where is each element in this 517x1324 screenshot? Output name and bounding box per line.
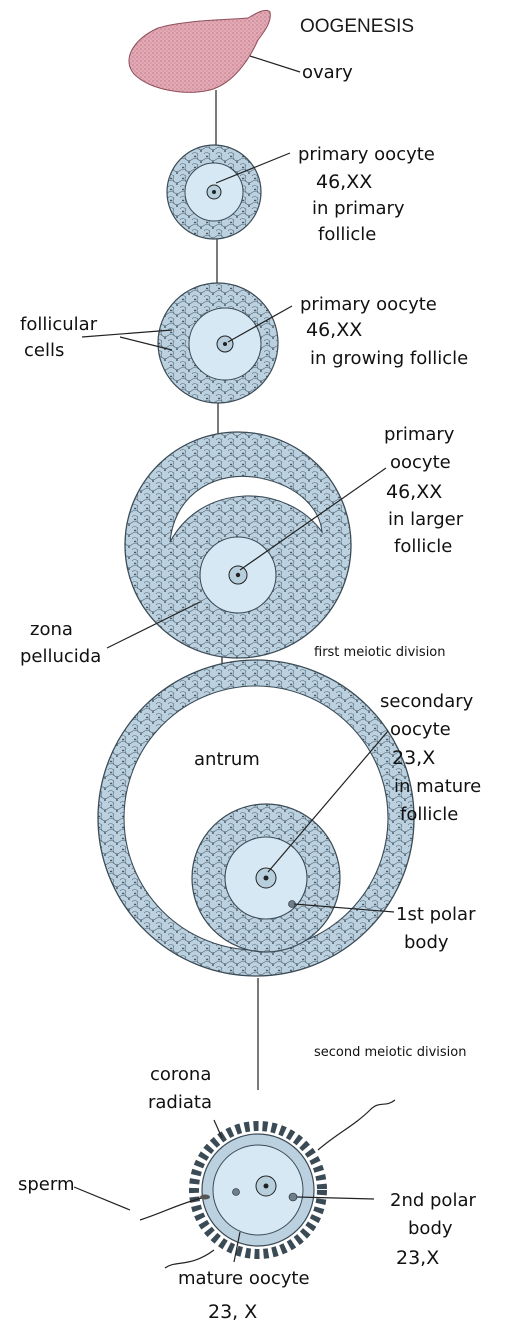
label-follicular-1: follicular [20, 314, 98, 335]
mature-follicle [98, 660, 414, 976]
label-corona-1: corona [150, 1064, 211, 1085]
label-primary-3a: primary [384, 424, 455, 445]
label-first-division: first meiotic division [314, 645, 446, 660]
sperm-pointer [74, 1187, 130, 1210]
label-karyotype-6: 23, X [208, 1301, 257, 1323]
mature-oocyte [194, 1126, 322, 1254]
label-secondary-1: secondary [380, 691, 474, 712]
sperm-tail [165, 1250, 214, 1268]
label-in-primary-2: follicle [318, 224, 376, 245]
label-mature-oocyte: mature oocyte [178, 1268, 310, 1289]
label-second-division: second meiotic division [314, 1045, 466, 1060]
corona-pointer [214, 1120, 222, 1138]
label-secondary-2: oocyte [390, 719, 451, 740]
label-sperm: sperm [18, 1174, 75, 1195]
ovary-shape [129, 10, 270, 92]
growing-follicle [158, 283, 278, 403]
label-polar-body-1b: body [404, 932, 449, 953]
label-larger-1: in larger [388, 509, 464, 530]
label-primary-oocyte-1: primary oocyte [298, 144, 435, 165]
label-karyotype-3: 46,XX [386, 481, 442, 503]
label-zona-2: pellucida [20, 646, 101, 667]
sperm-head [200, 1195, 210, 1200]
label-polar-body-2b: body [408, 1218, 453, 1239]
label-zona-1: zona [30, 619, 73, 640]
sperm-tail [318, 1100, 395, 1150]
label-karyotype-1: 46,XX [316, 171, 372, 193]
ovary-pointer [250, 56, 300, 72]
primary-follicle [167, 145, 261, 239]
label-follicular-2: cells [24, 340, 64, 361]
diagram-title: OOGENESIS [300, 16, 414, 37]
label-primary-3b: oocyte [390, 452, 451, 473]
label-antrum: antrum [194, 749, 260, 770]
label-polar-body-1a: 1st polar [396, 904, 476, 925]
label-karyotype-2: 46,XX [306, 319, 362, 341]
label-karyotype-4: 23,X [392, 747, 435, 769]
label-polar-body-2a: 2nd polar [390, 1190, 476, 1211]
label-ovary: ovary [302, 62, 353, 83]
label-primary-oocyte-2: primary oocyte [300, 294, 437, 315]
larger-follicle [125, 432, 351, 658]
label-in-primary-1: in primary [312, 198, 405, 219]
label-growing: in growing follicle [310, 348, 468, 369]
label-larger-2: follicle [394, 536, 452, 557]
label-mature-follicle-1: in mature [394, 776, 481, 797]
label-corona-2: radiata [148, 1092, 212, 1113]
label-mature-follicle-2: follicle [400, 804, 458, 825]
label-karyotype-5: 23,X [396, 1247, 439, 1269]
